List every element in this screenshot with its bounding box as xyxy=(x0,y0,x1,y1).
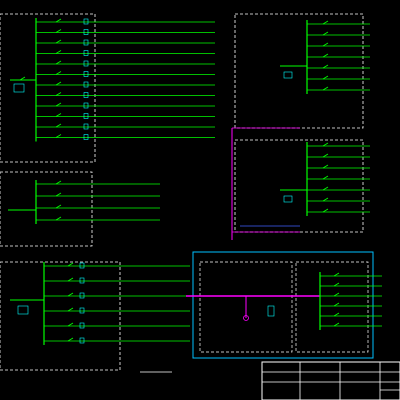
panel-bottom-left-contactor-5 xyxy=(79,322,85,329)
panel-ah4-breaker-5 xyxy=(322,64,329,69)
panel-ah4-breaker-3 xyxy=(322,42,329,47)
panel-top-left-contactor-8 xyxy=(83,92,89,98)
panel-cyan-ct xyxy=(267,305,275,317)
panel-bottom-left-contactor-4 xyxy=(79,307,85,314)
panel-ai4-breaker-4 xyxy=(322,175,329,180)
panel-top-left-main-breaker xyxy=(19,76,26,81)
panel-top-left-contactor-4 xyxy=(83,50,89,56)
panel-cyan-breaker-6 xyxy=(333,322,340,327)
panel-top-left-breaker-4 xyxy=(55,50,62,54)
panel-top-left-contactor-6 xyxy=(83,71,89,77)
panel-top-left-breaker-11 xyxy=(55,123,62,128)
panel-top-left-breaker-10 xyxy=(55,113,62,117)
panel-cyan-earth-node xyxy=(243,315,249,321)
panel-cyan-left-section xyxy=(199,261,293,353)
panel-ah4-breaker-6 xyxy=(322,75,329,80)
panel-top-left-breaker-1 xyxy=(55,18,62,23)
panel-top-left-contactor-11 xyxy=(83,123,89,130)
panel-mid-left-frame xyxy=(0,171,93,247)
panel-ai4-breaker-5 xyxy=(322,186,329,191)
panel-top-left-contactor-2 xyxy=(83,29,89,35)
panel-top-left-contactor-10 xyxy=(83,113,89,119)
panel-top-left-contactor-9 xyxy=(83,102,89,109)
panel-bottom-left-contactor-3 xyxy=(79,292,85,299)
panel-ai4-frame xyxy=(234,139,364,233)
panel-mid-left-breaker-4 xyxy=(55,216,62,221)
panel-ai4-meter xyxy=(283,195,293,203)
panel-top-left-frame xyxy=(0,13,96,163)
panel-top-left-breaker-9 xyxy=(55,102,62,107)
panel-cyan-breaker-3 xyxy=(333,292,340,297)
panel-ai4-breaker-3 xyxy=(322,164,329,169)
panel-cyan-outer-frame xyxy=(192,251,374,359)
panel-ah4-breaker-7 xyxy=(322,86,329,91)
panel-bottom-left-breaker-3 xyxy=(67,292,74,297)
panel-ai4-breaker-7 xyxy=(322,208,329,213)
panel-bottom-left-meter xyxy=(17,305,29,315)
panel-ai4-breaker-1 xyxy=(322,142,329,147)
panel-top-left-contactor-3 xyxy=(83,39,89,46)
panel-mid-left-breaker-3 xyxy=(55,204,62,209)
panel-bottom-left-breaker-4 xyxy=(67,307,74,312)
panel-top-left-contactor-5 xyxy=(83,60,89,67)
panel-bottom-left-contactor-1 xyxy=(79,262,85,269)
panel-bottom-left-contactor-6 xyxy=(79,337,85,344)
panel-cyan-breaker-2 xyxy=(333,282,340,287)
panel-ai4-breaker-2 xyxy=(322,153,329,158)
panel-cyan-breaker-1 xyxy=(333,272,340,277)
panel-top-left-contactor-7 xyxy=(83,81,89,88)
panel-top-left-breaker-7 xyxy=(55,81,62,86)
panel-ah4-breaker-1 xyxy=(322,20,329,25)
panel-ai4-breaker-6 xyxy=(322,197,329,202)
panel-top-left-contactor-12 xyxy=(83,134,89,140)
panel-top-left-meter xyxy=(13,83,25,93)
panel-ah4-frame xyxy=(234,13,364,129)
panel-top-left-breaker-12 xyxy=(55,134,62,138)
panel-top-left-breaker-2 xyxy=(55,29,62,33)
panel-bottom-left-breaker-5 xyxy=(67,322,74,327)
panel-mid-left-breaker-2 xyxy=(55,192,62,197)
panel-ah4-breaker-4 xyxy=(322,53,329,58)
panel-bottom-left-breaker-6 xyxy=(67,337,74,342)
panel-bottom-left-frame xyxy=(0,261,121,371)
panel-top-left-breaker-8 xyxy=(55,92,62,96)
panel-top-left-breaker-5 xyxy=(55,60,62,65)
panel-cyan-right-section xyxy=(295,261,369,353)
panel-bottom-left-contactor-2 xyxy=(79,277,85,284)
panel-ah4-meter xyxy=(283,71,293,79)
panel-mid-left-breaker-1 xyxy=(55,180,62,185)
panel-bottom-left-breaker-1 xyxy=(67,262,74,267)
panel-top-left-breaker-6 xyxy=(55,71,62,75)
panel-cyan-breaker-5 xyxy=(333,312,340,317)
title-block-frame xyxy=(261,361,400,400)
panel-bottom-left-breaker-2 xyxy=(67,277,74,282)
panel-top-left-breaker-3 xyxy=(55,39,62,44)
panel-top-left-contactor-1 xyxy=(83,18,89,25)
panel-ah4-breaker-2 xyxy=(322,31,329,36)
panel-cyan-breaker-4 xyxy=(333,302,340,307)
